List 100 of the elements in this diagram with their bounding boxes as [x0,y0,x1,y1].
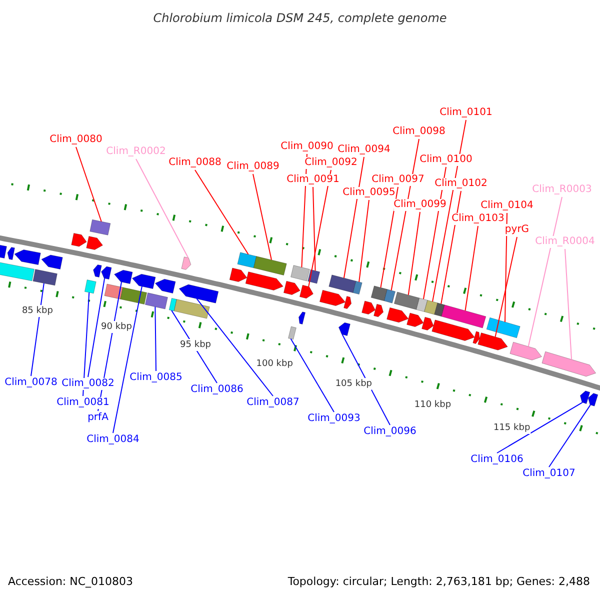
leader-line [76,146,102,222]
gene-label: Clim_0099 [394,199,446,211]
leader-line [82,292,90,396]
gene-block [288,326,296,340]
leader-line [496,402,583,454]
leader-line [252,174,272,260]
leader-line [440,190,462,304]
gene-block [104,284,124,300]
gene-block [486,317,520,338]
leader-line [154,306,156,372]
gene-block [441,304,486,328]
gene-block [472,331,480,344]
gene-label: Clim_0090 [280,141,334,153]
gene-block [181,256,192,270]
scale-label: 110 kbp [414,399,452,412]
gene-block [344,296,352,310]
gene-label: Clim_0096 [364,426,416,438]
gene-label: Clim_0086 [190,384,244,396]
gene-label: prfA [88,412,108,424]
gene-block [406,312,424,328]
gene-label: Clim_0094 [338,144,390,156]
gene-block [422,316,434,330]
gene-label: Clim_0107 [522,468,576,480]
leader-line [432,120,466,302]
title: Chlorobium limicola DSM 245, complete genome [153,12,447,24]
scale-label: 85 kbp [22,304,53,316]
gene-block [298,312,306,324]
gene-block [352,280,362,295]
gene-block [84,280,96,294]
leader-line [88,278,106,378]
gene-block [299,284,314,299]
leader-line [380,186,398,288]
leader-line [112,286,142,434]
gene-block [338,322,350,336]
gene-block [114,270,133,284]
gene-label: Clim_0097 [372,174,424,186]
gene-block [370,286,388,302]
leader-line [196,298,274,396]
leader-line [528,196,562,347]
gene-block [0,244,7,258]
leader-line [136,158,189,258]
gene-block [328,274,356,293]
scale-label: 95 kbp [180,338,211,351]
gene-label: Clim_0088 [168,157,222,169]
gene-block [93,264,102,278]
gene-label: Clim_0084 [86,434,140,446]
gene-label: pyrG [504,224,530,236]
gene-label: Clim_0087 [246,397,300,409]
gene-label: Clim_0081 [56,397,110,409]
scale-label: 90 kbp [101,320,132,333]
gene-block [290,265,310,282]
gene-block [154,278,176,294]
gene-label: Clim_R0003 [532,184,592,196]
accession-text: Accession: NC_010803 [8,576,134,588]
gene-label: Clim_0082 [62,378,114,390]
leader-line [494,236,518,338]
gene-block [144,292,168,310]
leader-line [504,212,508,322]
gene-block [362,300,376,315]
gene-block [416,298,428,312]
gene-block [384,289,396,304]
gene-label: Clim_0100 [420,154,472,166]
gene-block [580,390,590,404]
gene-label: Clim_0093 [308,413,360,425]
gene-label: Clim_R0004 [535,236,595,248]
leader-line [312,186,316,272]
leader-line [358,200,370,282]
leader-line [564,248,572,360]
gene-block [588,393,598,406]
gene-label: Clim_R0002 [106,146,166,158]
gene-label: Clim_0085 [130,372,182,384]
gene-label: Clim_0098 [392,126,446,138]
gene-label: Clim_0080 [50,134,102,146]
gene-block [542,351,596,377]
gene-label: Clim_0091 [286,174,340,186]
gene-label: Clim_0106 [470,454,524,466]
gene-label: Clim_0078 [4,377,58,389]
leader-line [290,338,334,412]
leader-line [194,170,249,255]
gene-label: Clim_0101 [440,107,492,119]
leader-line [464,226,478,312]
leader-line [342,334,390,426]
leader-line [408,212,420,296]
gene-block [178,284,219,304]
gene-block [120,287,148,305]
leader-line [343,156,364,278]
gene-block [229,268,248,282]
gene-block [394,292,420,310]
gene-block [101,266,112,280]
gene-block [86,236,103,250]
gene-block [0,261,35,282]
scale-label: 115 kbp [493,422,530,434]
gene-label: Clim_0103 [452,213,504,225]
gene-block [41,254,63,270]
gene-block [374,304,384,318]
gene-label: Clim_0089 [226,161,280,173]
gene-block [174,299,210,319]
scale-label: 100 kbp [256,358,293,370]
gene-block [253,256,287,276]
gene-block [386,307,409,323]
